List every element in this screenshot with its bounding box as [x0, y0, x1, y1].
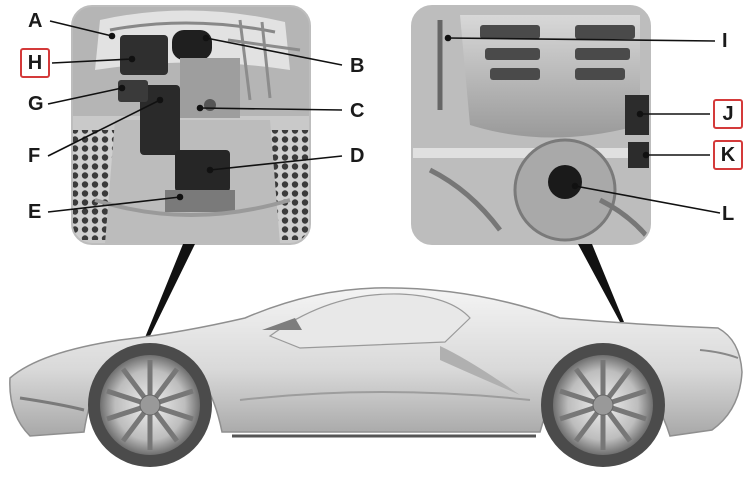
label-i: I [722, 30, 728, 52]
leader-lines [47, 20, 721, 214]
leader-dot-k [642, 151, 650, 159]
leader-dot-e [176, 193, 184, 201]
leader-line-i [447, 37, 716, 42]
front-pointer-wedge [144, 244, 195, 340]
label-b: B [350, 55, 365, 77]
engine-bay-photo [412, 6, 650, 244]
engine-bay-frame [411, 5, 651, 245]
leader-line-d [209, 155, 343, 171]
label-f: F [28, 145, 41, 167]
leader-line-l [574, 185, 721, 214]
leader-line-e [47, 196, 181, 213]
leader-dot-c [196, 104, 204, 112]
leader-dot-l [571, 182, 579, 190]
front-compartment-photo [72, 6, 310, 244]
label-e: E [28, 201, 42, 223]
label-c: C [350, 100, 365, 122]
label-k: K [713, 140, 743, 170]
car-illustration [9, 287, 743, 467]
leader-line-g [47, 87, 123, 105]
leader-line-c [199, 107, 343, 111]
leader-dot-g [118, 84, 126, 92]
leader-dot-d [206, 166, 214, 174]
rear-wheel [541, 343, 665, 467]
leader-dot-a [108, 32, 116, 40]
leader-dot-i [444, 34, 452, 42]
label-d: D [350, 145, 365, 167]
leader-line-h [51, 58, 133, 64]
label-l: L [722, 203, 735, 225]
rear-pointer-wedge [578, 244, 624, 322]
label-h: H [20, 48, 50, 78]
leader-line-b [205, 37, 343, 66]
leader-dot-f [156, 96, 164, 104]
leader-line-f [47, 99, 161, 157]
label-g: G [28, 93, 44, 115]
leader-dot-b [202, 34, 210, 42]
leader-dot-h [128, 55, 136, 63]
label-a: A [28, 10, 43, 32]
front-wheel [88, 343, 212, 467]
leader-line-a [49, 20, 113, 37]
label-j: J [713, 99, 743, 129]
leader-dot-j [636, 110, 644, 118]
